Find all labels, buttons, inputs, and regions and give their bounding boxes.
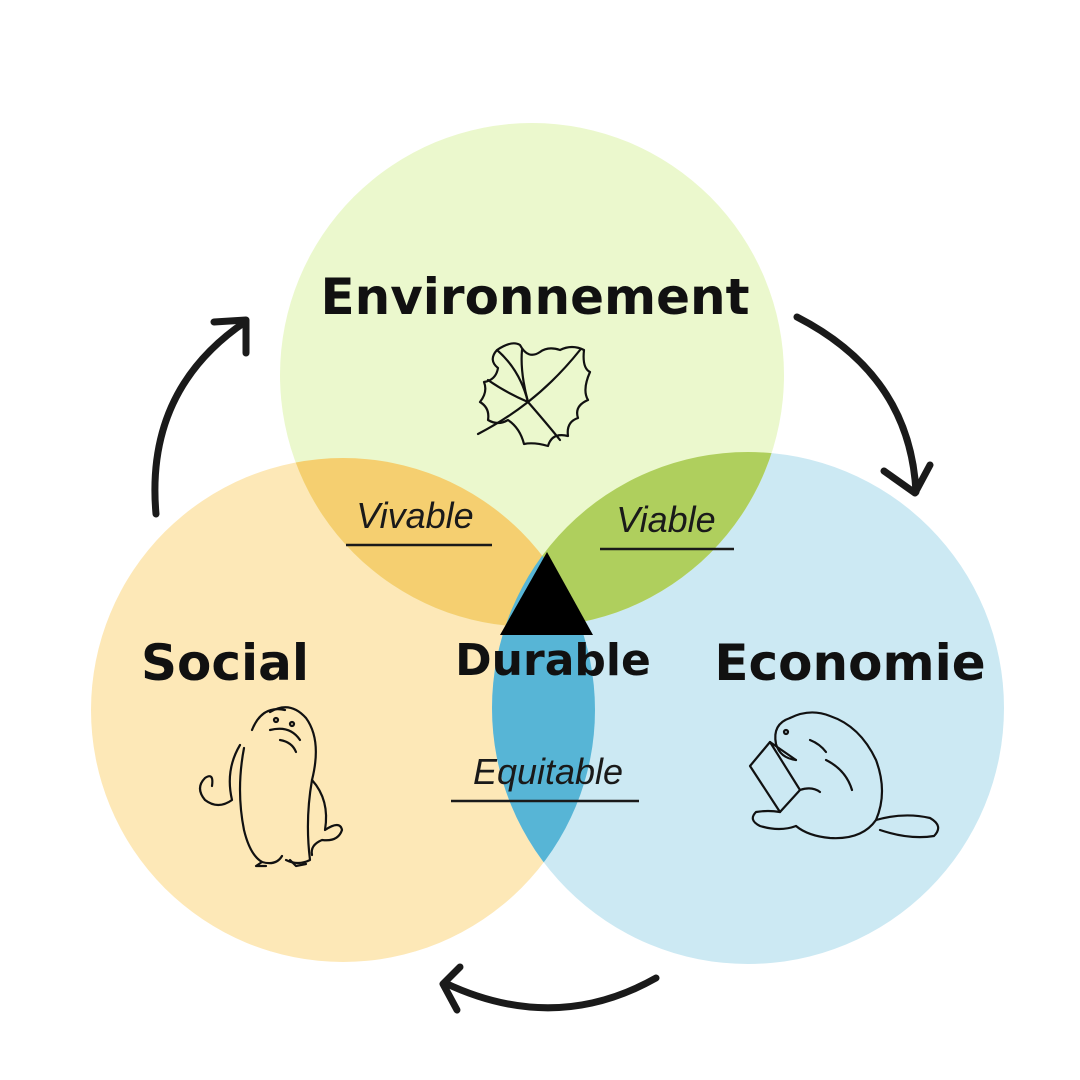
- social-label: Social: [141, 634, 309, 692]
- curved-arrow-icon: [151, 316, 250, 518]
- reading-beaver-icon: [748, 711, 940, 840]
- equitable-label: Equitable: [473, 751, 623, 792]
- viable-label: Viable: [616, 499, 715, 540]
- curved-arrow-icon: [439, 963, 660, 1014]
- viable-overlap: [492, 452, 784, 627]
- triangle-icon: [500, 552, 593, 635]
- leaf-icon: [476, 342, 592, 448]
- curved-arrow-icon: [793, 313, 934, 497]
- vivable-label: Vivable: [356, 495, 473, 536]
- economie-label: Economie: [714, 634, 985, 692]
- environnement-label: Environnement: [320, 268, 749, 326]
- durable-label: Durable: [455, 635, 651, 686]
- hugging-beavers-icon: [198, 706, 344, 868]
- vivable-overlap: [280, 458, 595, 627]
